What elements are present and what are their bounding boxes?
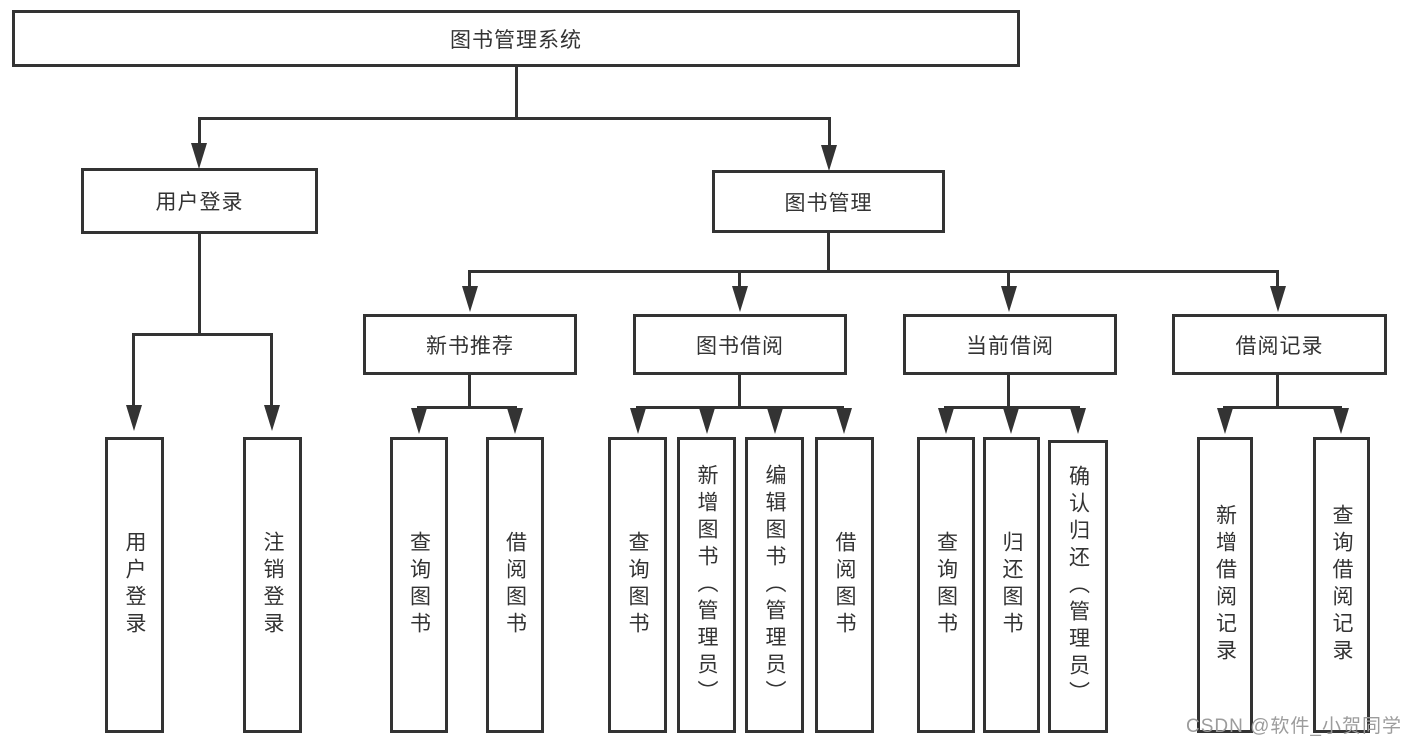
arrowhead-down-icon [1270,286,1286,312]
arrowhead-down-icon [699,408,715,434]
node-label: 确认归还（管理员） [1066,465,1090,708]
connector-line [828,117,831,145]
connector-line [1223,406,1342,409]
node-label: 注销登录 [261,531,285,639]
node-label: 新增借阅记录 [1213,504,1237,666]
connector-line [198,117,201,145]
connector-line [1007,374,1010,408]
connector-line [636,406,844,409]
arrowhead-down-icon [1217,408,1233,434]
connector-line [827,232,830,272]
arrowhead-down-icon [462,286,478,312]
leaf-records-add: 新增借阅记录 [1197,437,1253,733]
node-current-borrow: 当前借阅 [903,314,1117,375]
connector-line [132,333,273,336]
arrowhead-down-icon [836,408,852,434]
connector-line [132,333,135,407]
arrowhead-down-icon [126,405,142,431]
node-label: 借阅图书 [833,531,857,639]
connector-line [468,270,471,288]
node-label: 借阅图书 [503,531,527,639]
connector-line [1276,374,1279,408]
arrowhead-down-icon [411,408,427,434]
node-label: 新书推荐 [426,334,514,358]
connector-line [198,233,201,336]
arrowhead-down-icon [191,143,207,169]
node-label: 借阅记录 [1235,334,1324,358]
leaf-newbook-borrow-books: 借阅图书 [486,437,544,733]
node-label: 查询图书 [934,531,958,639]
node-new-book-recommend: 新书推荐 [363,314,577,375]
connector-line [944,406,1080,409]
node-label: 图书管理 [784,191,873,215]
arrowhead-down-icon [1001,286,1017,312]
node-label: 当前借阅 [966,334,1054,358]
connector-line [738,270,741,288]
node-borrow-records: 借阅记录 [1172,314,1387,375]
arrowhead-down-icon [821,145,837,171]
leaf-current-query-books: 查询图书 [917,437,975,733]
leaf-borrow-borrow-books: 借阅图书 [815,437,874,733]
node-label: 归还图书 [1000,531,1024,639]
leaf-borrow-query-books: 查询图书 [608,437,667,733]
leaf-borrow-edit-books-admin: 编辑图书（管理员） [745,437,804,733]
leaf-user-login: 用户登录 [105,437,164,733]
arrowhead-down-icon [507,408,523,434]
node-label: 查询图书 [407,531,431,639]
connector-line [515,66,518,118]
watermark: CSDN @软件_小贺同学 [1186,716,1402,737]
connector-line [270,333,273,407]
node-label: 查询借阅记录 [1330,504,1354,666]
arrowhead-down-icon [1070,408,1086,434]
node-label: 图书借阅 [696,334,784,358]
arrowhead-down-icon [264,405,280,431]
node-root: 图书管理系统 [12,10,1020,67]
arrowhead-down-icon [938,408,954,434]
node-book-borrow: 图书借阅 [633,314,847,375]
node-label: 查询图书 [626,531,650,639]
leaf-records-query: 查询借阅记录 [1313,437,1370,733]
arrowhead-down-icon [1333,408,1349,434]
connector-line [738,374,741,408]
arrowhead-down-icon [630,408,646,434]
leaf-logout: 注销登录 [243,437,302,733]
arrowhead-down-icon [767,408,783,434]
arrowhead-down-icon [732,286,748,312]
node-label: 新增图书（管理员） [695,463,719,707]
connector-line [417,406,517,409]
node-book-management: 图书管理 [712,170,945,233]
connector-line [1276,270,1279,288]
node-label: 图书管理系统 [450,28,582,52]
node-label: 编辑图书（管理员） [763,463,787,707]
arrowhead-down-icon [1003,408,1019,434]
connector-line [468,374,471,408]
leaf-current-return-books: 归还图书 [983,437,1040,733]
leaf-borrow-add-books-admin: 新增图书（管理员） [677,437,736,733]
leaf-current-confirm-return-admin: 确认归还（管理员） [1048,440,1108,733]
connector-line [468,270,1279,273]
connector-line [198,117,831,120]
leaf-newbook-query-books: 查询图书 [390,437,448,733]
node-label: 用户登录 [123,531,147,639]
connector-line [1007,270,1010,288]
node-label: 用户登录 [155,191,244,214]
node-user-login: 用户登录 [81,168,318,234]
